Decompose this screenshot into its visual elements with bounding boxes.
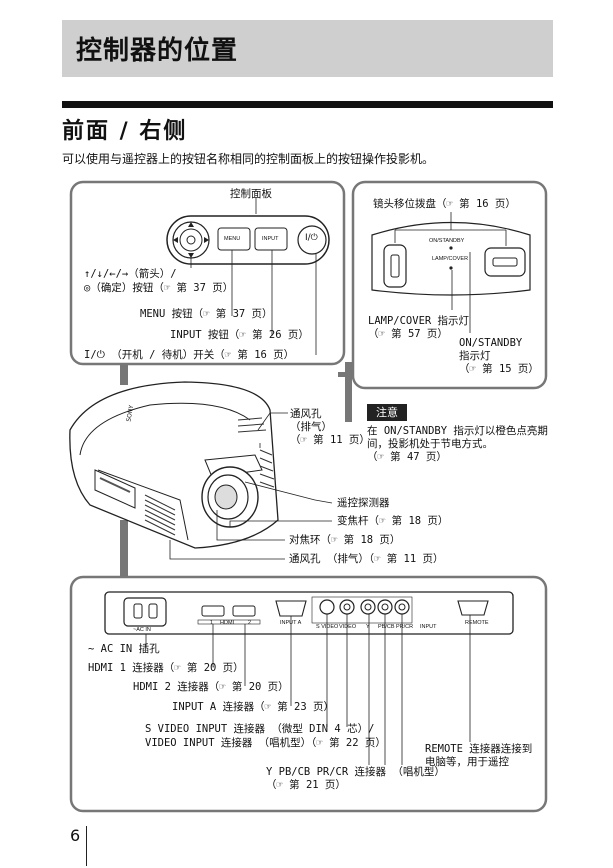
zoom-lever-label: 变焦杆（☞ 第 18 页） [337,515,449,527]
inputa-small-label: INPUT A [280,620,302,626]
enter-button-label: ◎（确定）按钮（☞ 第 37 页） [84,282,234,294]
hdmi2-label: HDMI 2 连接器（☞ 第 20 页） [133,681,289,693]
intro-text: 可以使用与遥控器上的按钮名称相同的控制面板上的按钮操作投影机。 [62,152,435,166]
lamp-cover-small-label: LAMP/COVER [432,256,469,262]
component-label: Y PB/CB PR/CR 连接器 （唱机型） [266,766,445,778]
rear-panel-box [69,575,548,813]
menu-button-label: MENU 按钮（☞ 第 37 页） [140,308,273,320]
pr-small-label: PR/CR [396,624,414,630]
ac-in-label: ∼ AC IN 插孔 [88,643,160,655]
svideo-label: S VIDEO INPUT 连接器 （微型 DIN 4 芯）/ [145,723,375,735]
video-small-label: VIDEO [339,624,357,630]
notice-text-2: 间，投影机处于节电方式。 [367,438,493,450]
y-small-label: Y [366,624,370,630]
on-standby-indicator-label: ON/STANDBY [459,337,523,349]
power-button[interactable]: I/⏻ [305,233,318,243]
remote-small-label: REMOTE [465,620,489,626]
page-title: 控制器的位置 [76,36,239,66]
section-divider [62,101,553,108]
input-small-label: INPUT [420,624,437,630]
hdmi2-small-label: 2 [248,620,252,626]
focus-ring-label: 对焦环（☞ 第 18 页） [289,534,401,546]
notice-badge: 注意 [367,404,407,421]
menu-button[interactable]: MENU [224,236,241,242]
ac-in-small-label: ~AC IN [133,627,151,633]
title-bar: 控制器的位置 [62,20,553,77]
remote-sensor-label: 遥控探测器 [337,497,390,509]
remote-connector-label: REMOTE 连接器连接到 [425,743,533,755]
pb-small-label: PB/CB [378,624,395,630]
vent-page-ref: （☞ 第 11 页） [290,434,370,446]
lamp-cover-page-ref: （☞ 第 57 页） [368,328,448,340]
section-title: 前面 / 右侧 [62,119,188,144]
notice-text-3: （☞ 第 47 页） [367,451,447,463]
input-a-label: INPUT A 连接器（☞ 第 23 页） [172,701,335,713]
lamp-cover-indicator-label: LAMP/COVER 指示灯 [368,315,470,327]
remote-connector-label-2: 电脑等，用于遥控 [425,756,509,768]
video-input-label: VIDEO INPUT 连接器 （唱机型）（☞ 第 22 页） [145,737,386,749]
lens-shift-dial-label: 镜头移位拨盘（☞ 第 16 页） [373,198,516,210]
page-number: 6 [70,826,81,845]
input-button-label: INPUT 按钮（☞ 第 26 页） [170,329,309,341]
on-standby-indicator-label-2: 指示灯 [459,350,491,362]
hdmi1-label: HDMI 1 连接器（☞ 第 20 页） [88,662,244,674]
page-number-rule [86,826,87,866]
on-standby-page-ref: （☞ 第 15 页） [459,363,539,375]
on-standby-small-label: ON/STANDBY [429,238,465,244]
vent-label: 通风孔 [290,408,322,420]
input-button[interactable]: INPUT [262,236,279,242]
control-panel-title: 控制面板 [230,188,272,200]
svideo-small-label: S VIDEO [316,624,339,630]
vent-label-2: （排气） [290,421,332,433]
component-page-ref: （☞ 第 21 页） [266,779,346,791]
power-switch-label: I/⏻ （开机 / 待机）开关（☞ 第 16 页） [84,349,295,361]
hdmi1-small-label: 1 [210,620,214,626]
arrow-buttons-label: ↑/↓/←/→（箭头）/ [84,268,177,280]
vent-label-front: 通风孔 （排气）（☞ 第 11 页） [289,553,444,565]
hdmi-small-label: HDMI [220,620,235,626]
notice-text-1: 在 ON/STANDBY 指示灯以橙色点亮期 [367,425,548,437]
